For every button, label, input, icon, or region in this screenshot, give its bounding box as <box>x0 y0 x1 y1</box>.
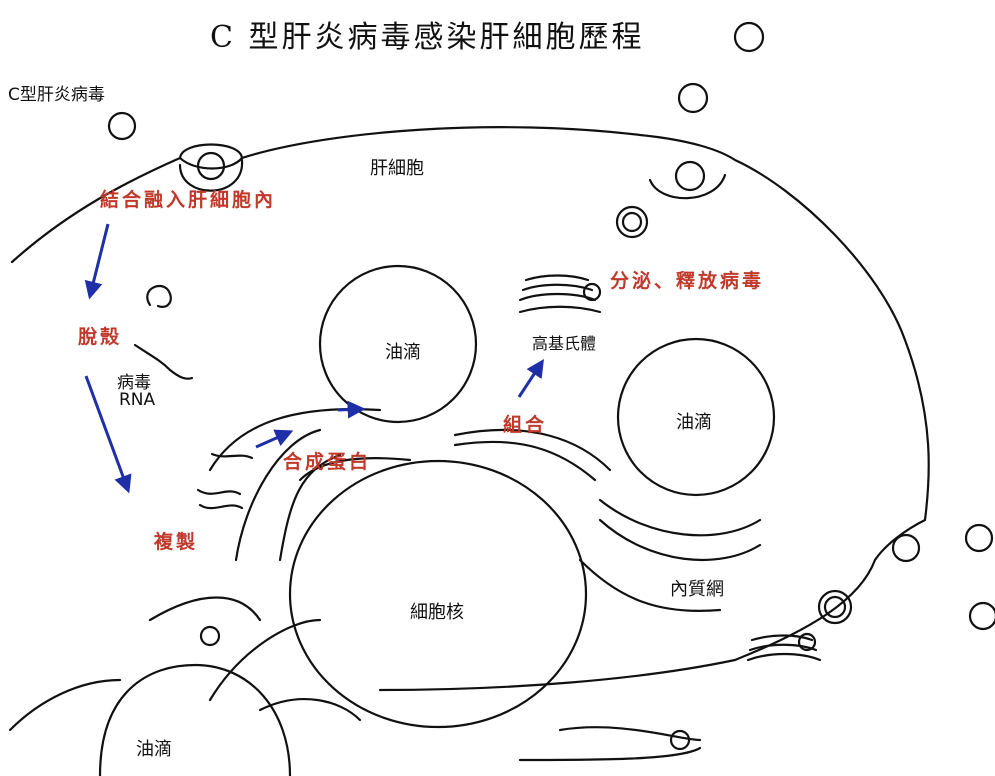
arrow-synthesize <box>255 429 294 449</box>
lipid-droplet-right <box>616 337 776 497</box>
step-synthesize: 合成蛋白 <box>283 451 372 473</box>
nucleus-outline <box>288 459 588 729</box>
diagram-title: C 型肝炎病毒感染肝細胞歷程 <box>210 20 645 55</box>
arrow-bind-to-uncoat <box>84 223 110 300</box>
lipid-droplet-label-lower: 油滴 <box>136 739 172 760</box>
lipid-droplet-label-right: 油滴 <box>676 412 712 433</box>
viral-rna-label-line1: 病毒 <box>117 373 151 393</box>
step-assemble: 組合 <box>503 414 548 436</box>
arrow-rna-to-replicate <box>84 375 132 494</box>
arrow-synthesize-2 <box>337 400 366 419</box>
arrow-assemble-to-golgi <box>517 358 544 398</box>
lipid-droplet-lower <box>98 663 292 776</box>
lipid-droplet-upper <box>318 264 478 424</box>
step-replicate: 複製 <box>154 531 199 553</box>
lipid-droplet-label-upper: 油滴 <box>385 342 421 363</box>
nucleus-label: 細胞核 <box>410 602 464 623</box>
viral-rna-label-line2: RNA <box>119 390 156 410</box>
step-release: 分泌、釋放病毒 <box>610 270 765 292</box>
golgi-label: 高基氏體 <box>532 334 597 353</box>
step-uncoat: 脫殼 <box>78 326 123 348</box>
er-label: 內質網 <box>670 579 724 600</box>
virus-label: C型肝炎病毒 <box>8 85 105 105</box>
liver-cell-label: 肝細胞 <box>370 158 424 179</box>
step-bind: 結合融入肝細胞內 <box>100 189 277 211</box>
